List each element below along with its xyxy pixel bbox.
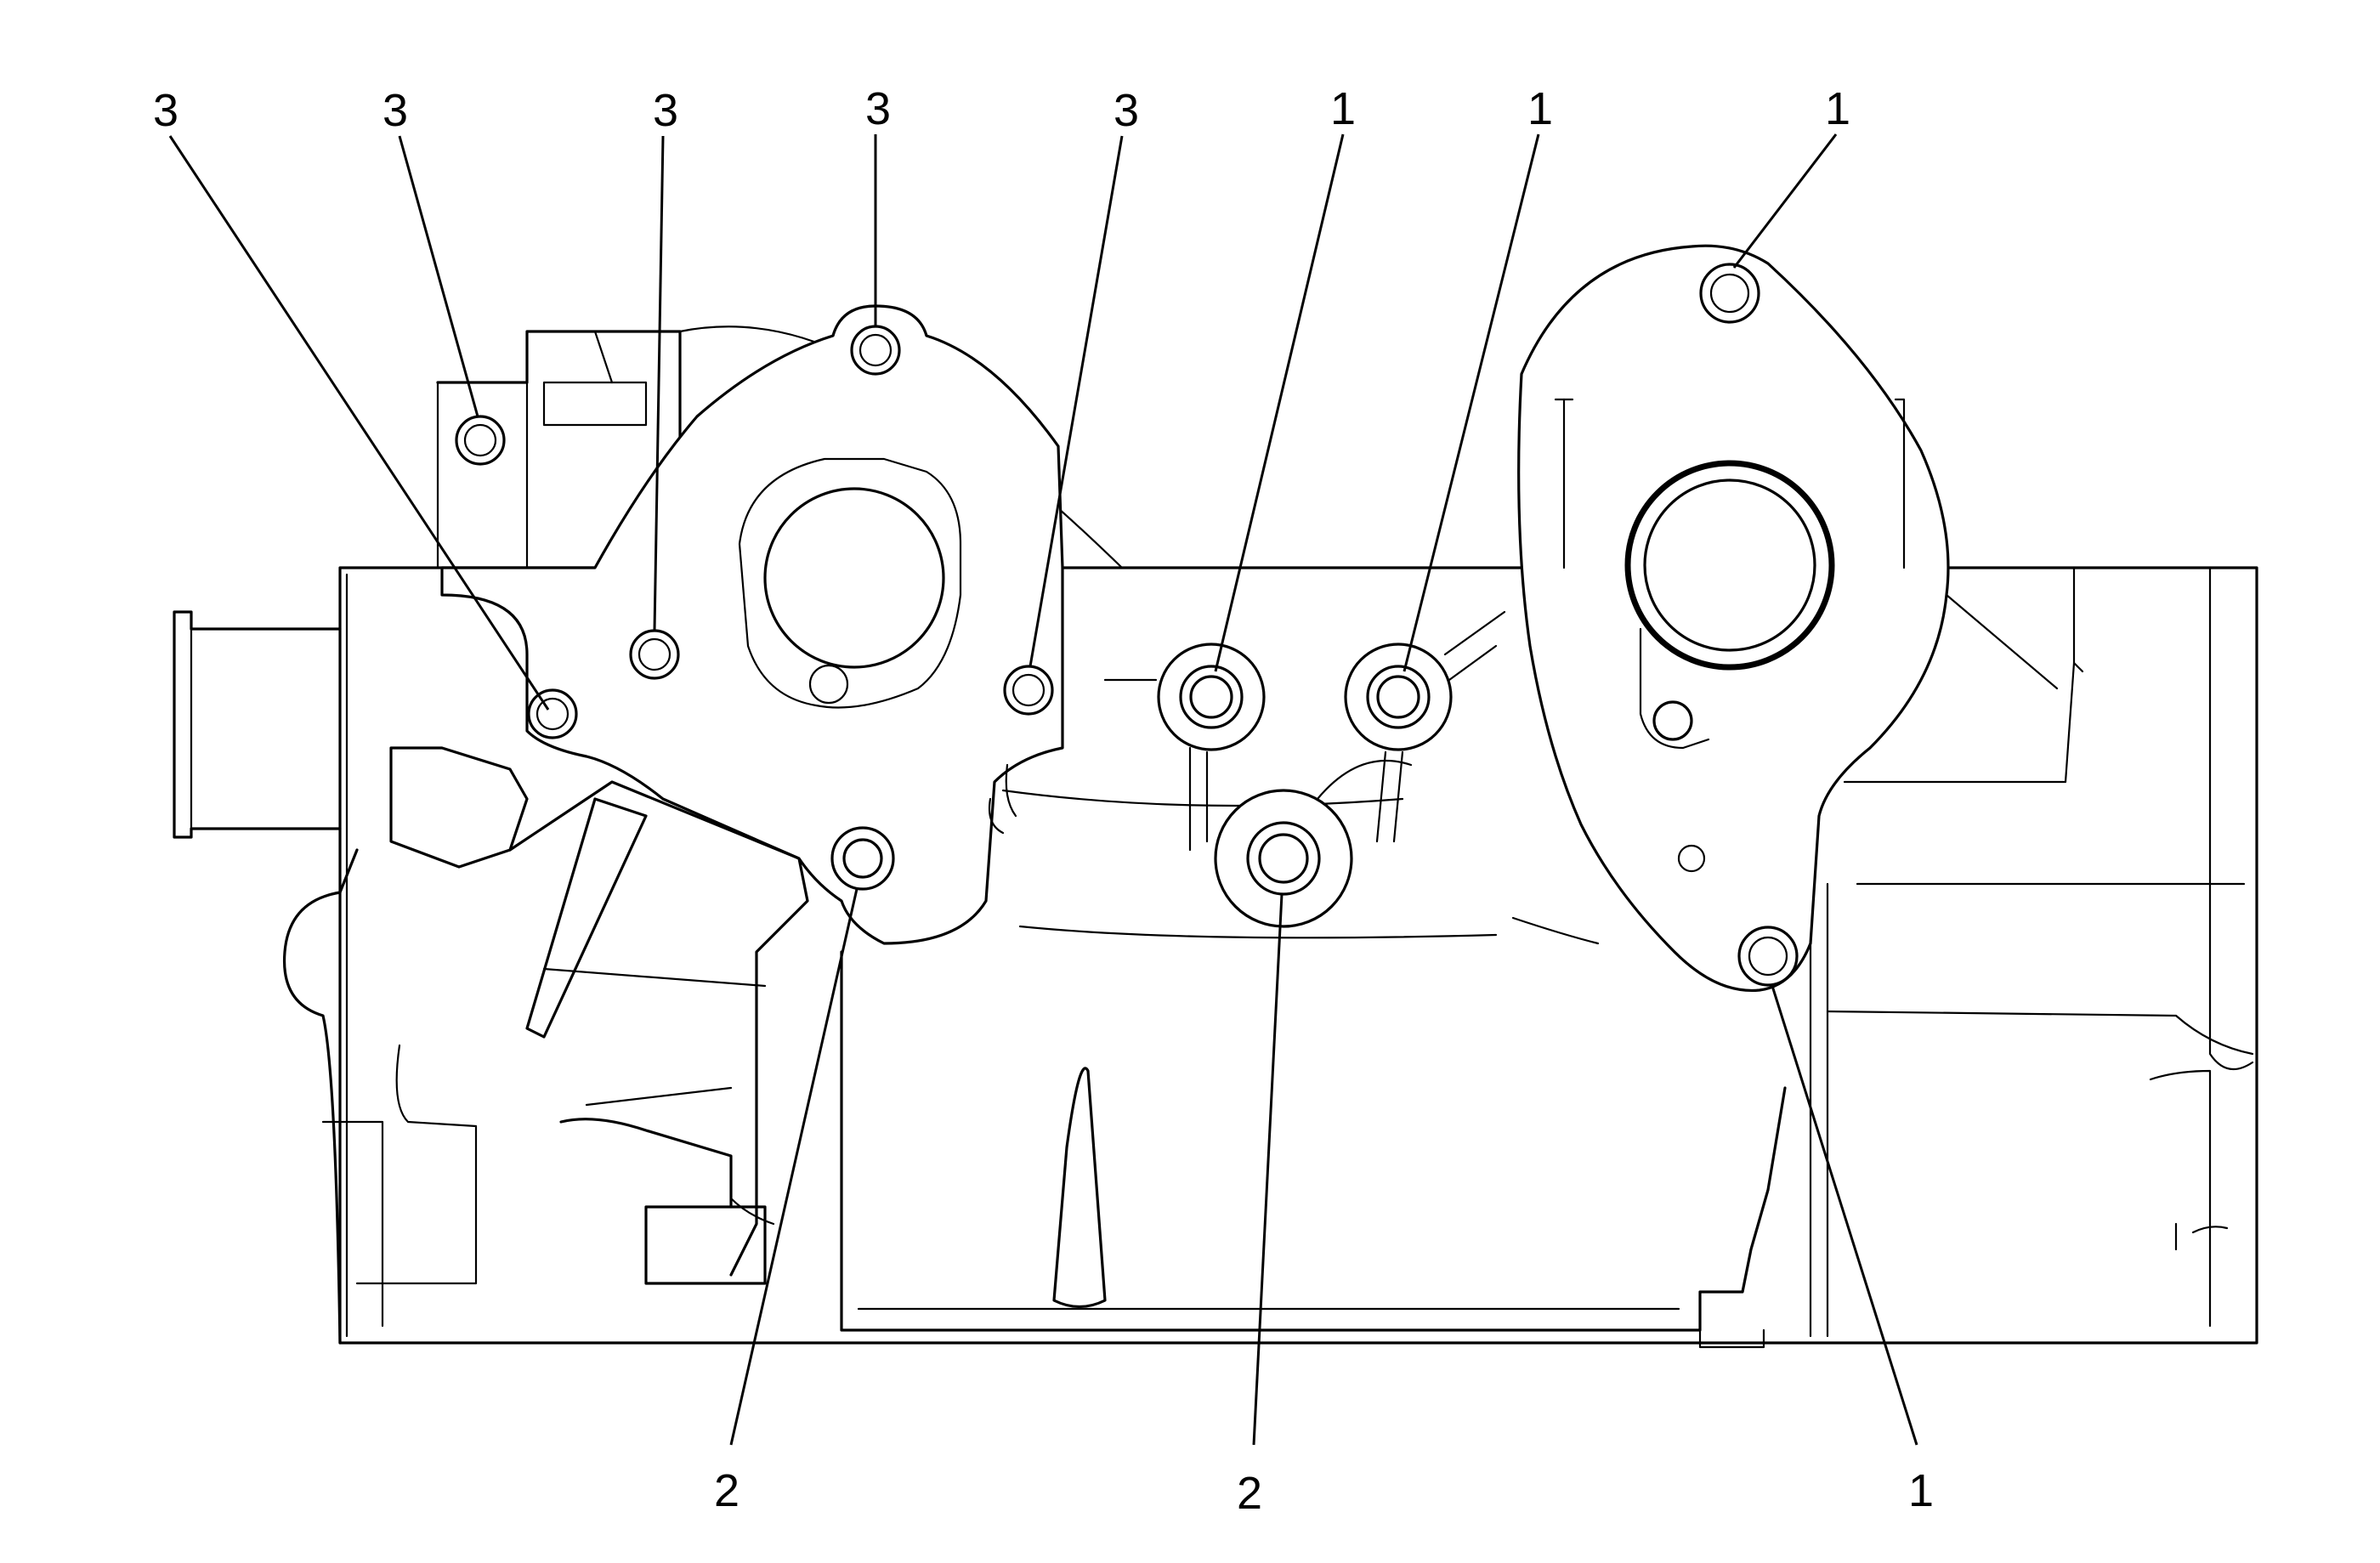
leader-c9 [1771,985,1918,1446]
leader-c3 [653,135,665,631]
leader-c2 [398,135,479,417]
bolt-3-a [455,415,506,466]
bolt-1-d [1737,926,1799,987]
leader-c6 [1214,133,1345,672]
callout-c5: 3 [1114,85,1139,136]
cylinder-head-body [338,566,2258,1349]
leader-c7 [1402,133,1540,672]
callout-c10: 2 [714,1465,740,1516]
callout-c11: 2 [1237,1468,1262,1519]
bolt-2-a [830,826,895,891]
sensor-bosses [1001,610,1600,945]
bolt-1-c [1699,263,1760,324]
leader-c10 [729,888,858,1446]
coolant-outlet-neck [173,610,342,839]
callout-c3: 3 [653,85,678,136]
leader-c8 [1732,133,1838,269]
callout-c1: 3 [153,85,178,136]
bolt-1-b [1366,665,1431,729]
callout-c2: 3 [382,85,408,136]
bolt-3-c [629,629,680,680]
bolt-2-b [1246,821,1321,896]
callout-c4: 3 [865,83,891,134]
bolt-1-a [1179,665,1244,729]
callout-c9: 1 [1908,1465,1934,1516]
callout-labels: 3 3 3 3 3 1 1 1 1 2 2 [153,83,1934,1519]
bolt-3-d [850,325,901,376]
water-outlet-flange [1517,244,2246,993]
callout-c7: 1 [1527,83,1553,134]
bolts [455,263,1799,987]
bolt-3-e [1003,665,1054,716]
leader-c5 [1028,135,1124,667]
thermostat-housing-cover [440,304,1064,945]
callout-c8: 1 [1825,83,1850,134]
leader-c11 [1252,893,1284,1446]
leader-lines [168,133,1918,1446]
left-lower-housing [282,746,809,1345]
bolt-3-b [527,688,578,739]
callout-c6: 1 [1330,83,1356,134]
leader-c1 [168,135,550,711]
